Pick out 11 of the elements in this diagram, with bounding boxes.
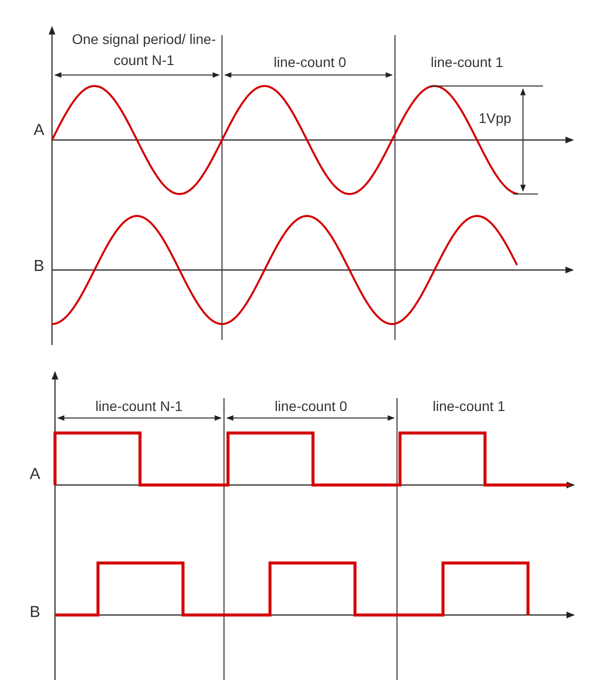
signal-label: B — [32, 257, 46, 277]
signal-label: B — [28, 603, 42, 623]
signal-label: A — [28, 465, 42, 485]
period-label: line-count 1 — [430, 53, 504, 72]
amplitude-label: 1Vpp — [478, 109, 512, 128]
period-label: line-count 0 — [274, 397, 348, 416]
period-label: line-count 1 — [432, 397, 506, 416]
period-label: line-count N-1 — [94, 397, 184, 416]
signal-label: A — [32, 121, 46, 141]
period-label: One signal period/ line-count N-1 — [71, 30, 217, 70]
period-label: line-count 0 — [272, 53, 348, 72]
